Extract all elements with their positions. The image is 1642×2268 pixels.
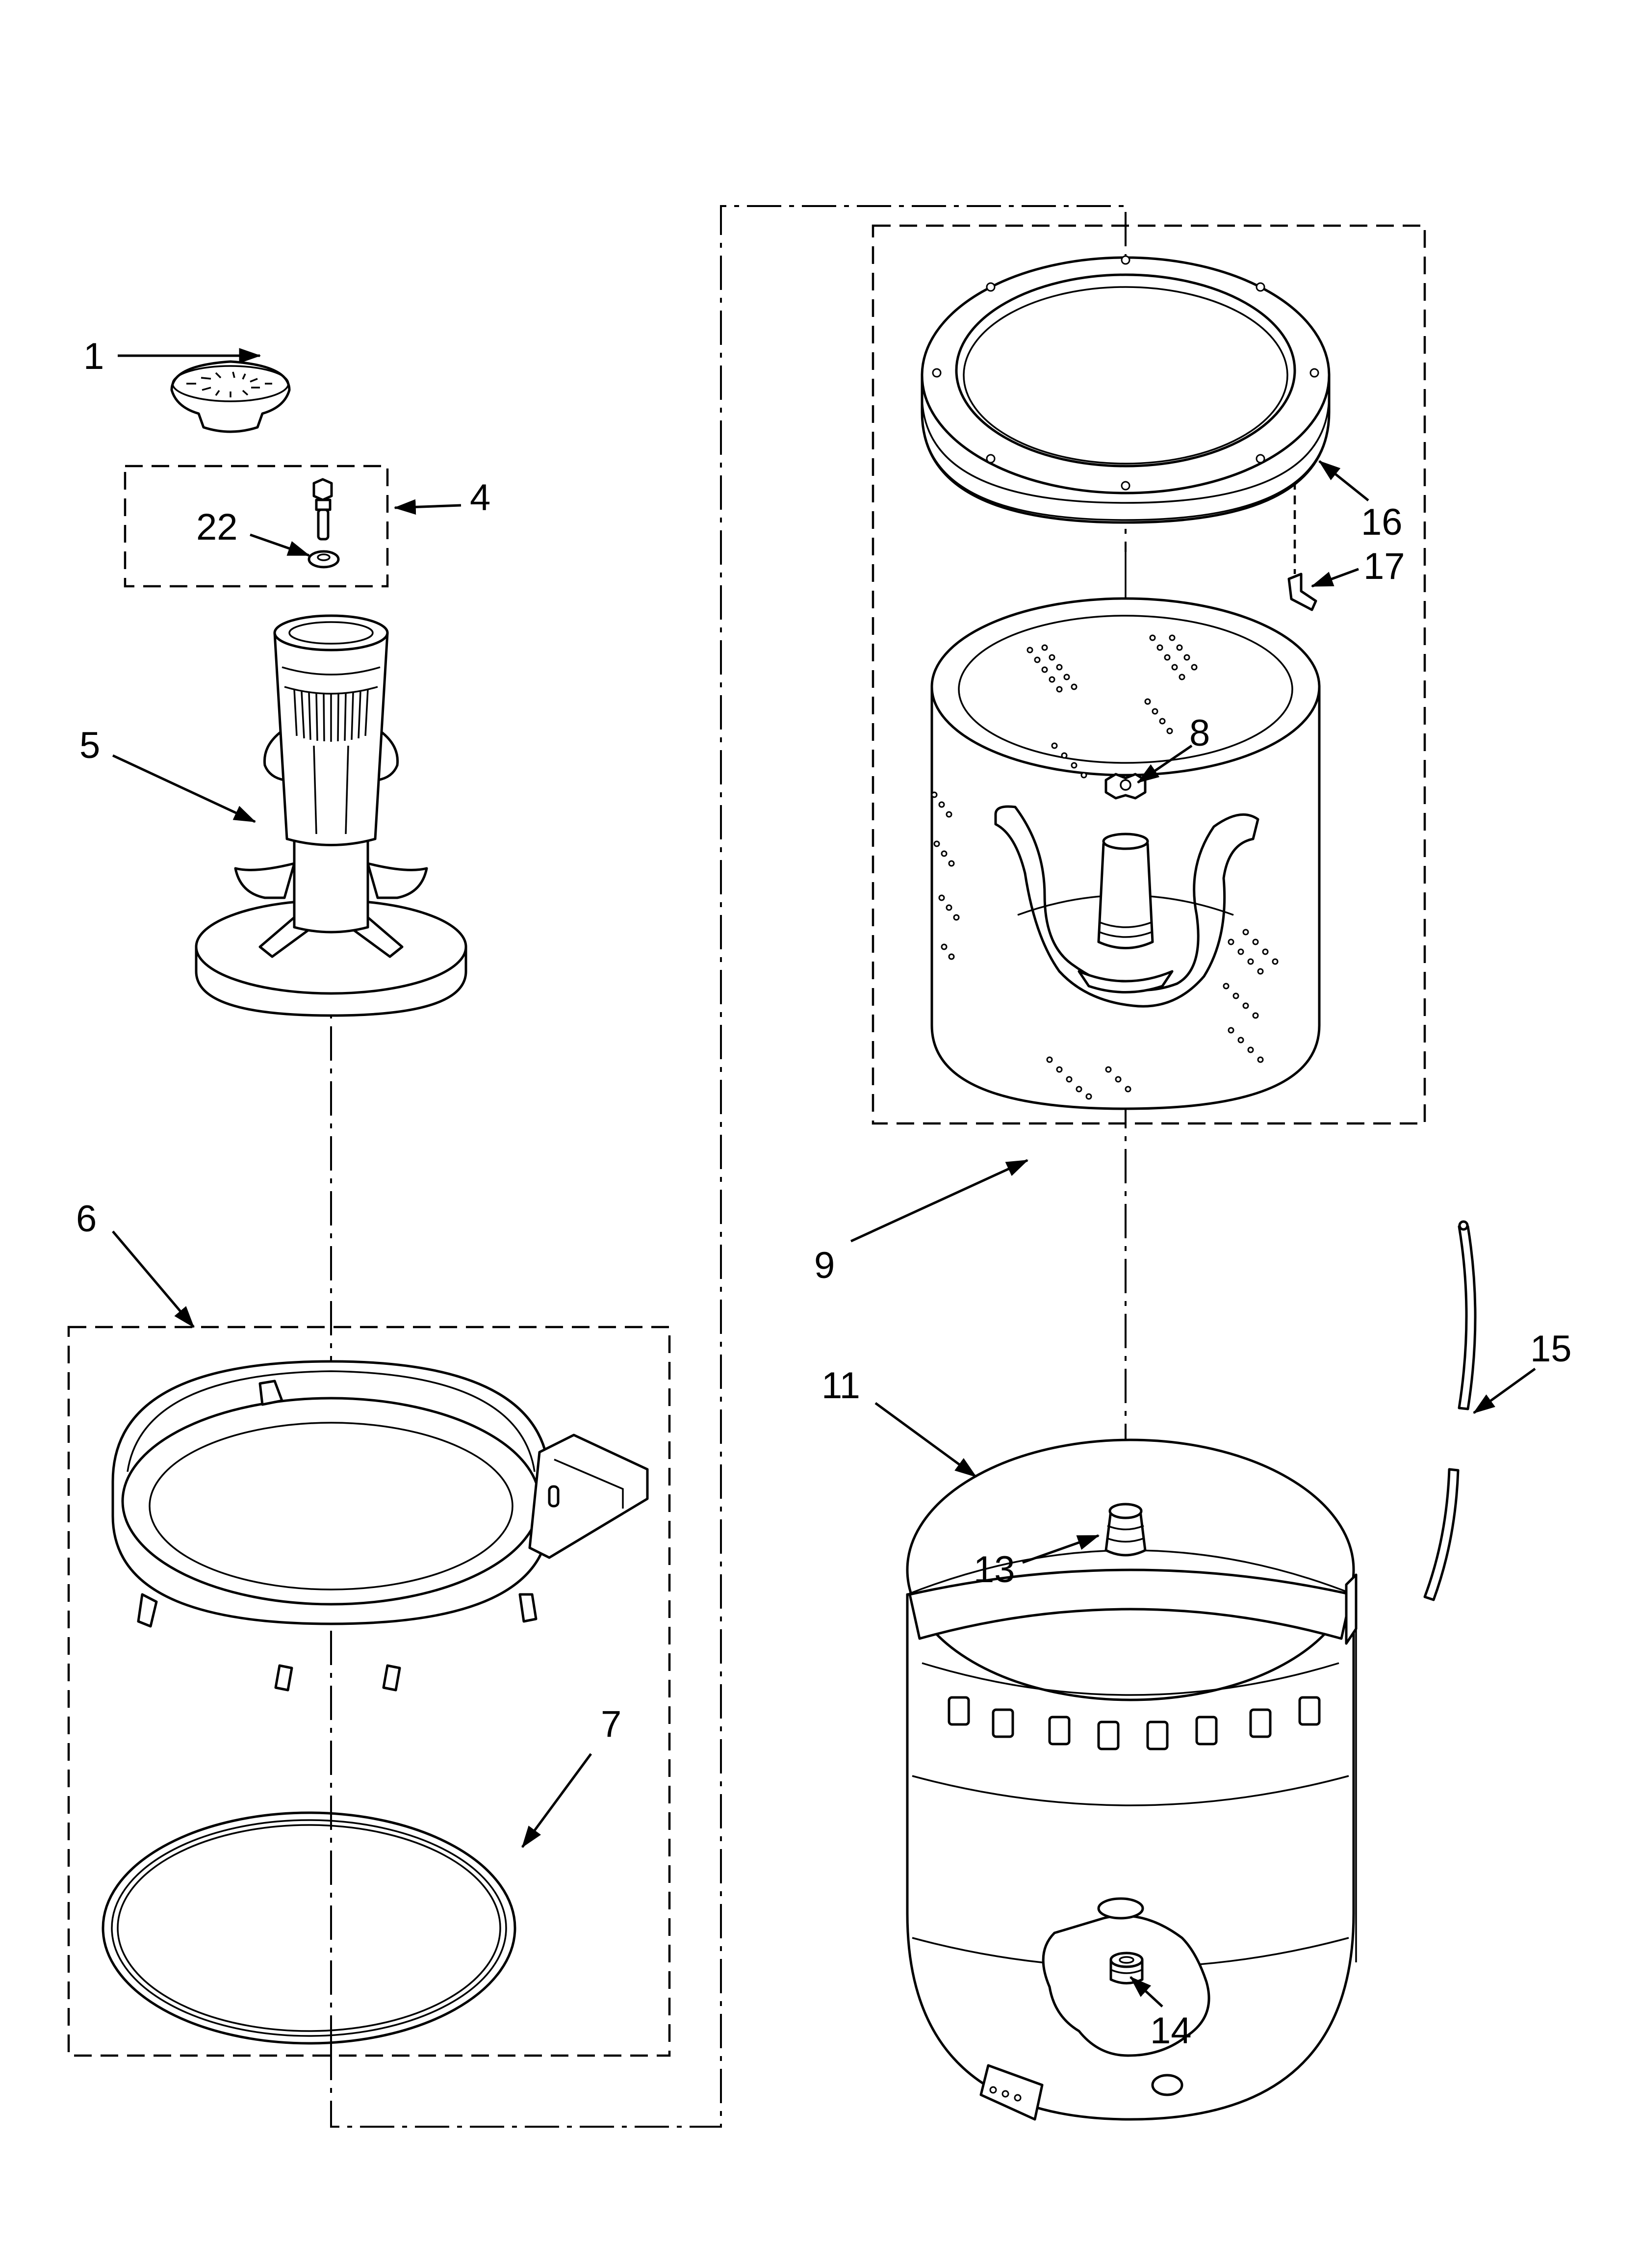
callout-7: 7 bbox=[601, 1703, 621, 1745]
outer-tub bbox=[906, 1438, 1358, 2121]
callout-22: 22 bbox=[196, 506, 238, 548]
basket-drive-nut bbox=[1104, 773, 1147, 800]
balance-ring bbox=[921, 255, 1331, 524]
agitator bbox=[195, 614, 467, 1017]
wash-basket bbox=[930, 597, 1321, 1110]
callout-9: 9 bbox=[814, 1245, 835, 1286]
tub-seal bbox=[1104, 1503, 1147, 1557]
callout-5: 5 bbox=[79, 725, 100, 766]
callout-4: 4 bbox=[470, 477, 490, 519]
overflow-hose bbox=[1423, 1220, 1477, 1601]
callout-11: 11 bbox=[821, 1365, 860, 1407]
balance-ring-clip bbox=[1287, 573, 1317, 611]
group-box-6 bbox=[67, 1326, 671, 2057]
leader-arrows bbox=[112, 348, 1536, 2007]
callout-13: 13 bbox=[974, 1549, 1015, 1590]
callout-6: 6 bbox=[76, 1198, 97, 1240]
callout-15: 15 bbox=[1530, 1328, 1572, 1370]
callout-17: 17 bbox=[1363, 546, 1405, 587]
tub-seal-ring bbox=[102, 1811, 516, 2045]
basket-perforations bbox=[931, 634, 1279, 1100]
agitator-bolt-assembly bbox=[308, 478, 340, 569]
tub-bearing bbox=[1109, 1952, 1144, 1984]
callout-1: 1 bbox=[83, 336, 104, 377]
group-box-4 bbox=[124, 465, 389, 588]
group-box-9 bbox=[872, 224, 1426, 1125]
callout-labels: 1 4 22 5 6 7 8 9 11 13 14 15 16 17 bbox=[76, 336, 1572, 2052]
callout-8: 8 bbox=[1189, 712, 1210, 754]
callout-14: 14 bbox=[1150, 2010, 1192, 2052]
agitator-cap bbox=[170, 360, 291, 433]
tub-ring bbox=[111, 1360, 649, 1692]
callout-16: 16 bbox=[1361, 501, 1403, 543]
